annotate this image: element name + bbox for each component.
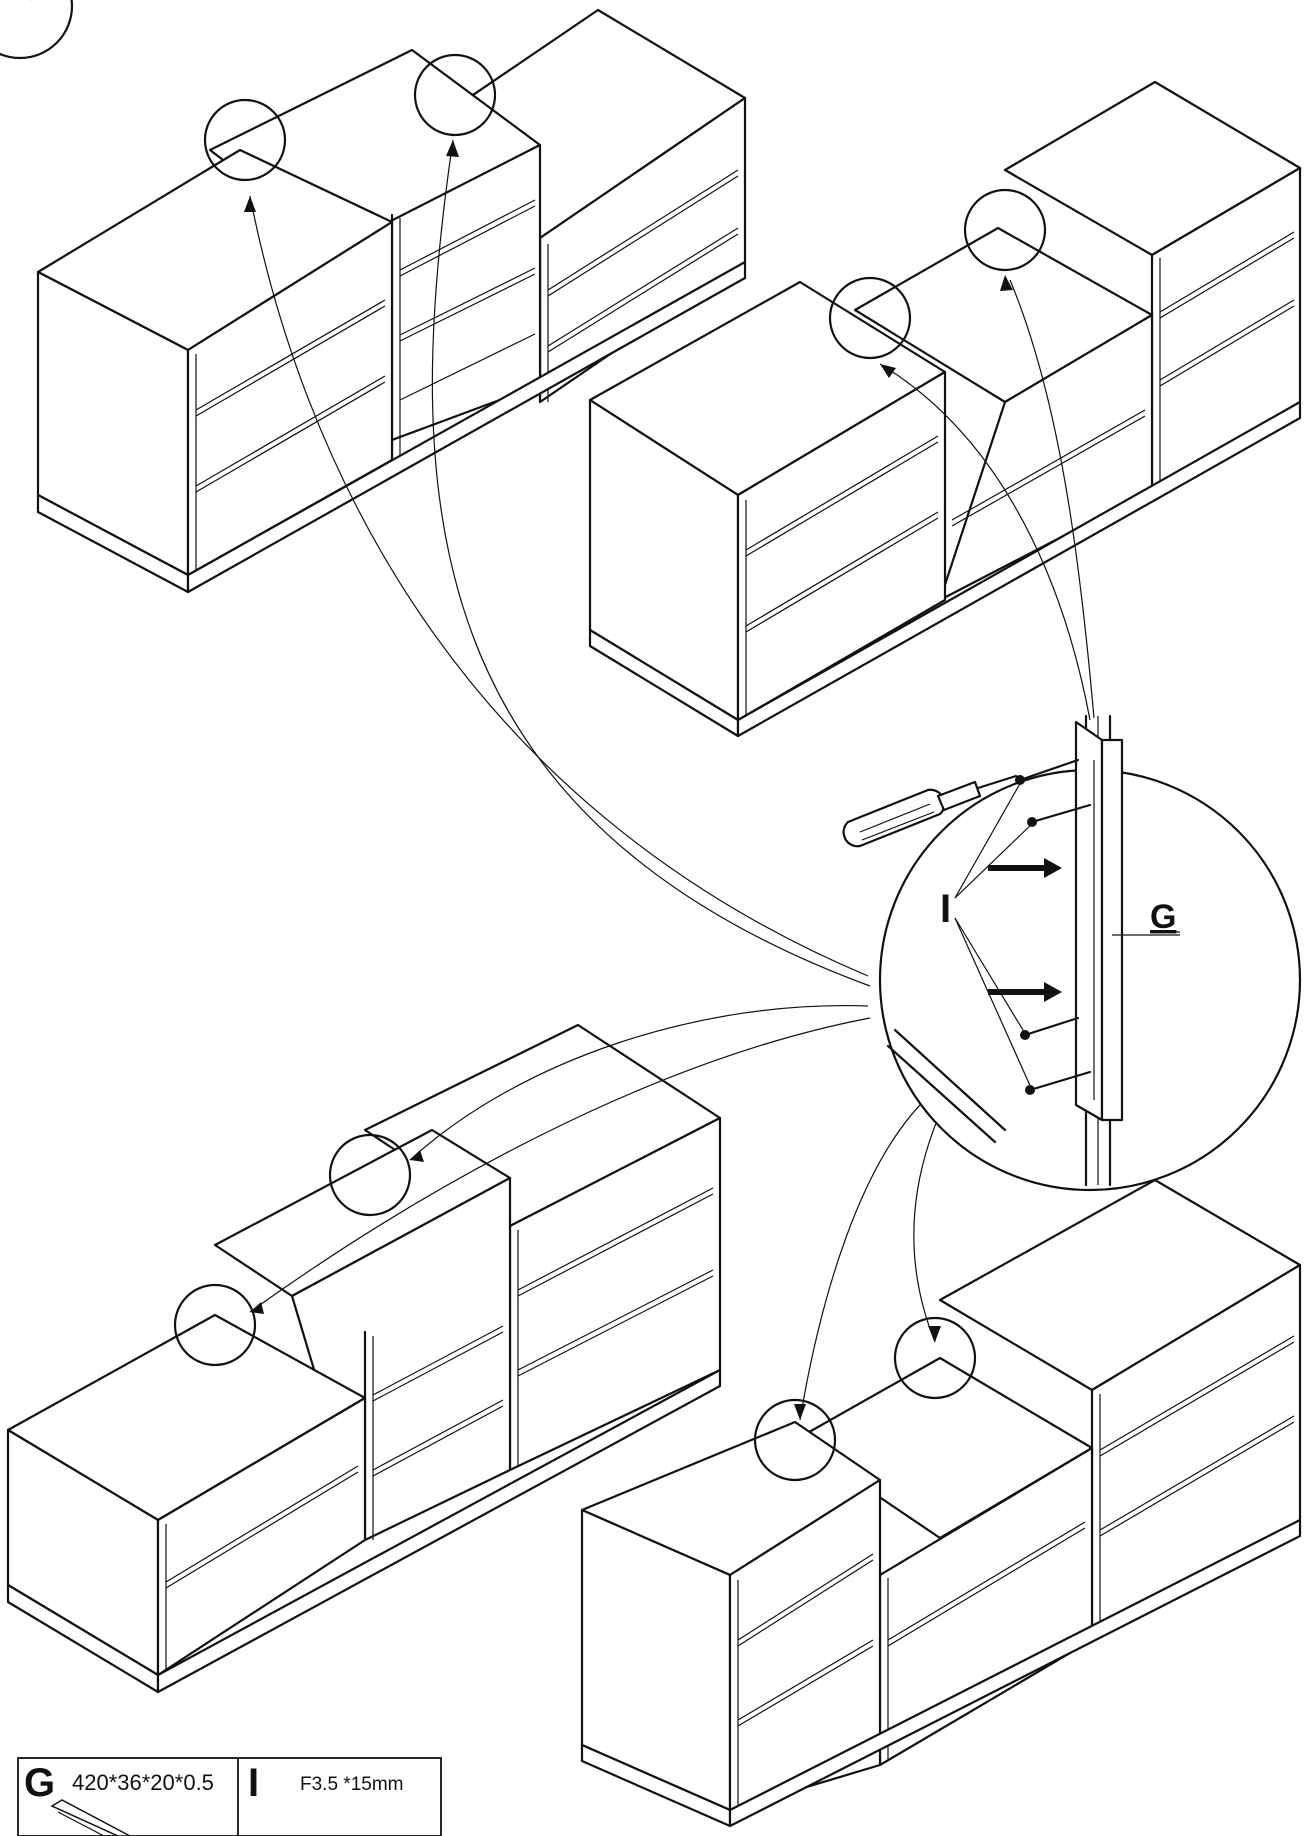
joint-callout-circle	[173, 1283, 257, 1367]
detail-magnifier: I G	[842, 714, 1302, 1192]
push-arrow-icon	[988, 858, 1062, 1002]
joint-callout-circle	[963, 188, 1047, 272]
strip-label: G	[1150, 898, 1176, 936]
joint-callout-circle	[828, 276, 912, 360]
step-badge	[0, 0, 74, 60]
screwdriver-icon	[842, 774, 1018, 848]
joint-callout-circle	[203, 98, 287, 182]
joint-callout-circle	[328, 1133, 412, 1217]
cabinet-group-bottom-left	[6, 1023, 722, 1694]
cabinet-group-bottom-right	[580, 1178, 1302, 1828]
angle-strip-icon	[50, 1799, 131, 1836]
screw-icon	[1015, 758, 1092, 1095]
joint-callout-circle	[893, 1316, 977, 1400]
cabinet-group-top-left	[36, 8, 747, 594]
leader-lines	[249, 139, 1095, 1421]
angle-strip	[1074, 720, 1124, 1122]
part-code: G	[24, 1761, 55, 1805]
joint-callout-circle	[413, 53, 497, 137]
joint-callout-circle	[753, 1398, 837, 1482]
part-code: I	[248, 1761, 259, 1805]
screw-pointer-lines	[954, 779, 1035, 1091]
screw-label: I	[940, 887, 951, 931]
cabinet-group-top-right	[588, 80, 1302, 738]
parts-table: G 420*36*20*0.5 I F3.5 *15mm	[17, 1757, 442, 1836]
part-spec: 420*36*20*0.5	[72, 1770, 214, 1795]
part-spec: F3.5 *15mm	[300, 1774, 403, 1795]
leader-arrowheads	[244, 140, 1013, 1420]
